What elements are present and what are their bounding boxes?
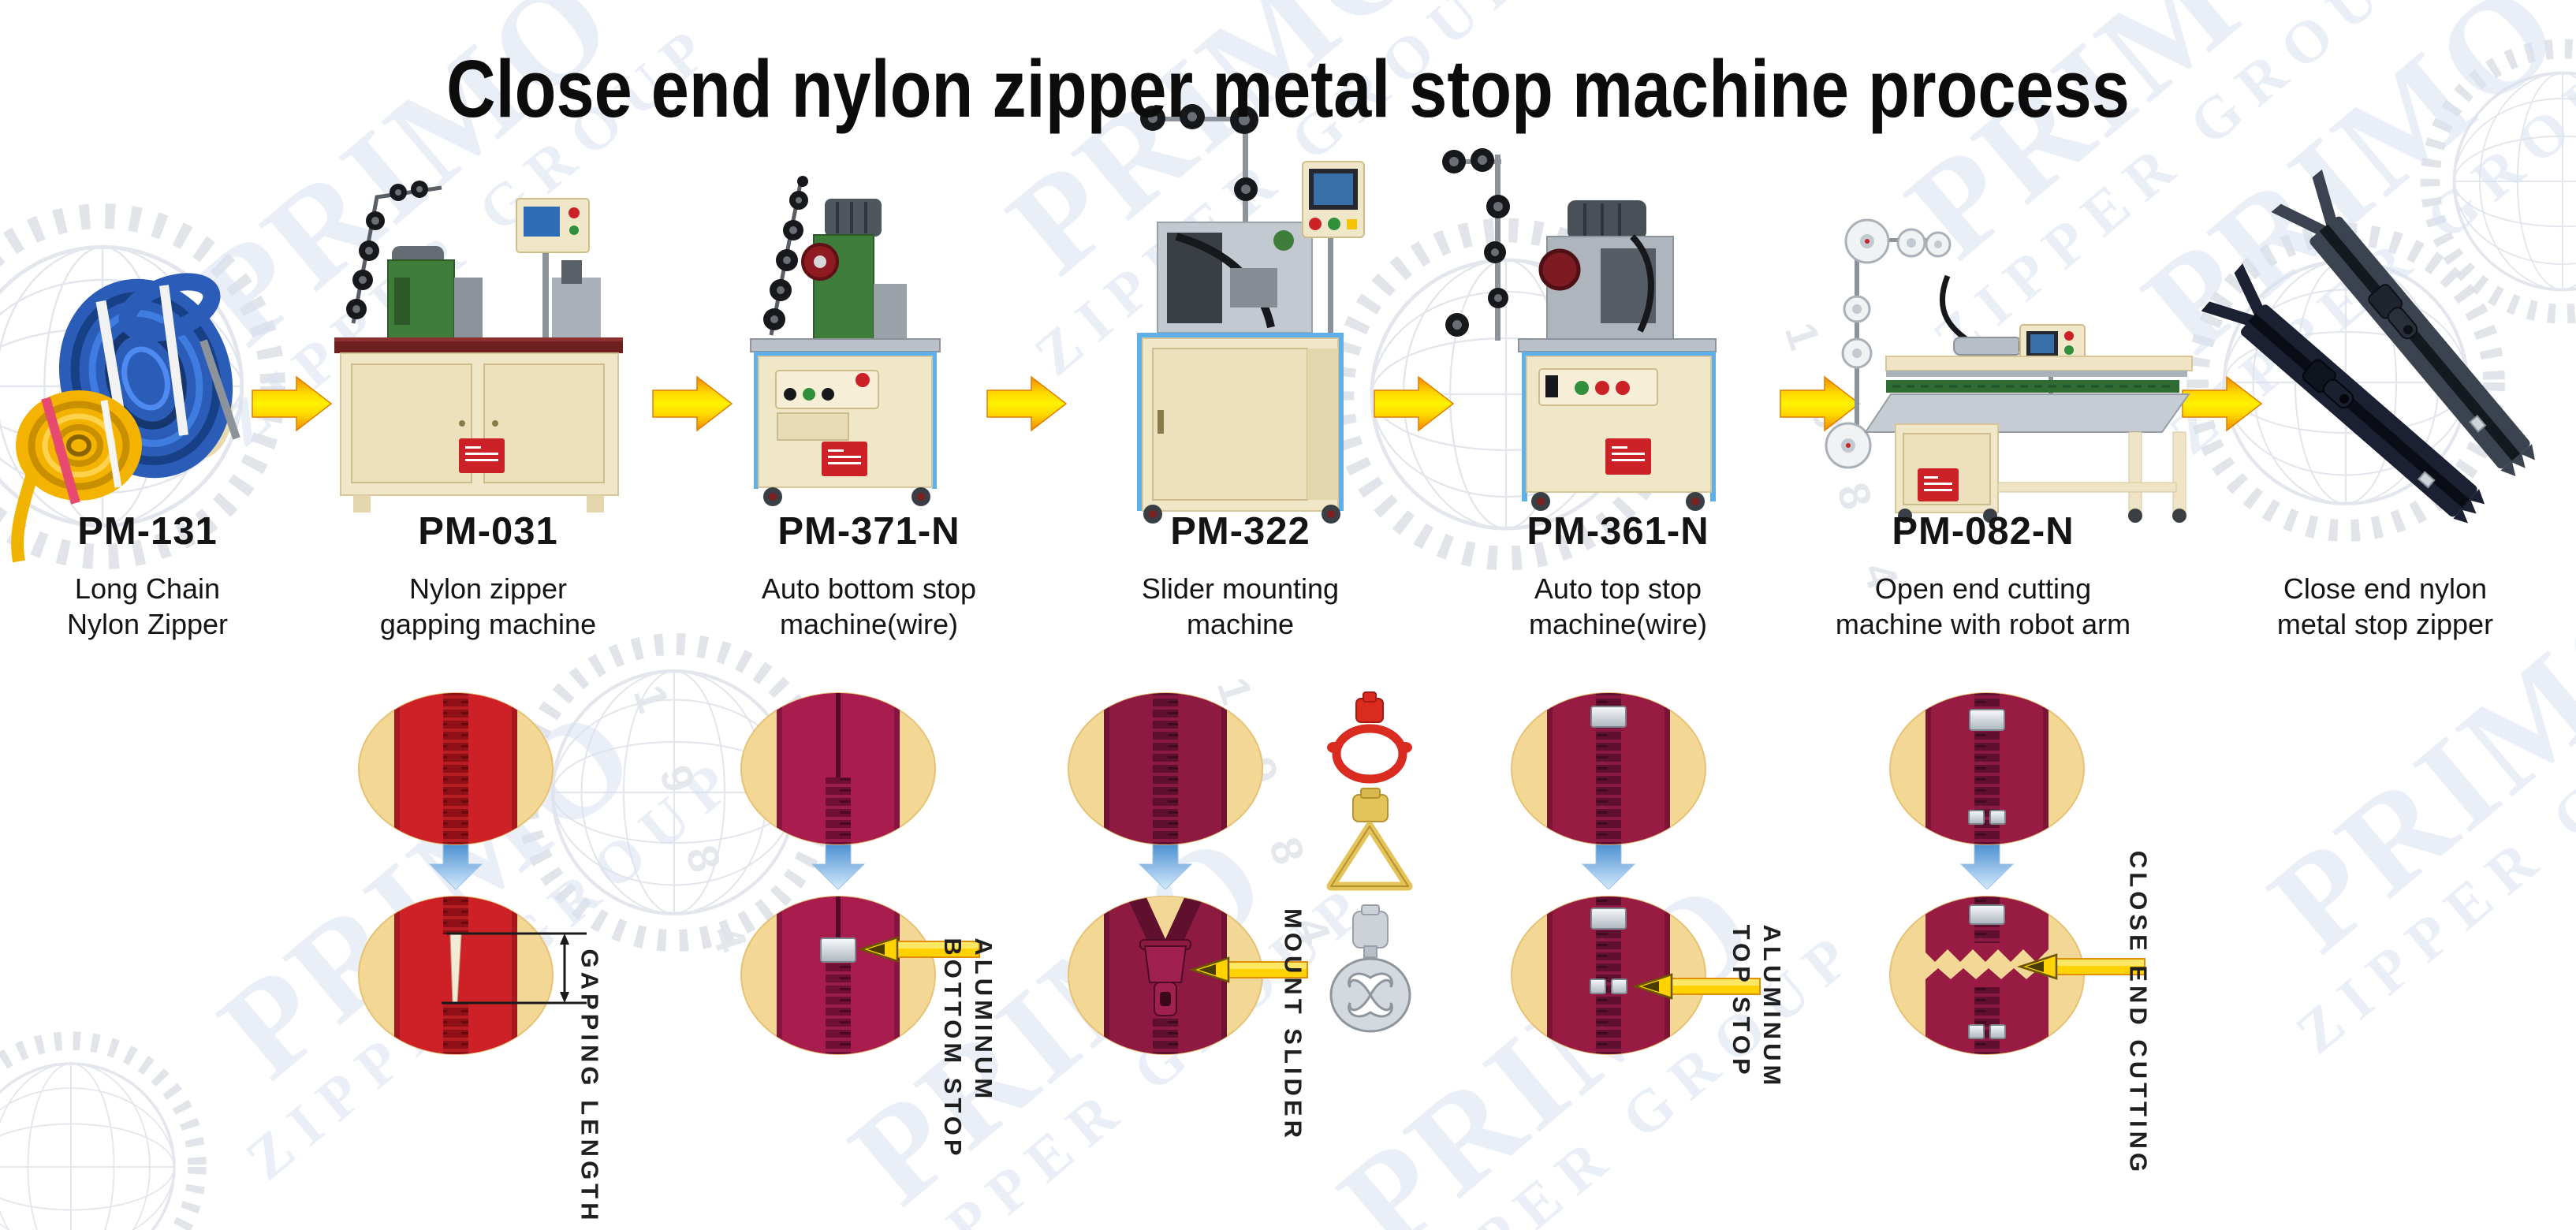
close-end-cutting-label: CLOSE END CUTTING — [2124, 850, 2153, 1176]
silver-pendant-slider — [1329, 904, 1411, 1033]
close-end-after-circle — [1889, 896, 2145, 1055]
pm-082-n-machine-photo — [1825, 218, 2193, 523]
pm-361-n-machine-photo — [1442, 148, 1717, 511]
arrow-right-icon — [1780, 375, 1861, 432]
model-number: PM-361-N — [1527, 510, 1709, 553]
gapping-after-circle — [358, 896, 587, 1055]
page-title: Close end nylon zipper metal stop machin… — [446, 43, 2130, 134]
top-stop-after-circle — [1511, 896, 1761, 1055]
close-end-before-circle — [1889, 692, 2085, 845]
bottom-stop-before-circle — [740, 692, 936, 845]
arrow-down-icon — [1581, 843, 1636, 890]
arrow-down-icon — [428, 843, 483, 890]
model-number: PM-131 — [77, 510, 218, 553]
gold-triangle-slider — [1326, 788, 1413, 891]
model-number: PM-371-N — [777, 510, 960, 553]
process-arrows — [252, 375, 2263, 432]
red-ring-slider — [1327, 691, 1412, 784]
model-number: PM-082-N — [1892, 510, 2075, 553]
pointer-arrow-icon — [1631, 973, 1761, 1000]
down-arrows — [428, 843, 2015, 890]
pm-371-n-machine-photo — [750, 176, 941, 506]
pointer-arrow-icon — [1188, 956, 1308, 983]
model-number — [2188, 509, 2576, 560]
mount-slider-after-circle — [1068, 896, 1308, 1055]
pointer-arrow-icon — [857, 936, 980, 963]
arrow-down-icon — [811, 843, 866, 890]
gapping-length-label: GAPPING LENGTH — [576, 949, 604, 1224]
long-chain-nylon-zipper-photo — [11, 273, 240, 563]
mount-slider-label: MOUNT SLIDER — [1279, 908, 1307, 1142]
model-number: PM-031 — [418, 510, 558, 553]
gapping-dimension-lines — [442, 932, 587, 1004]
pm-031-machine-photo — [334, 181, 623, 512]
mount-slider-before-circle — [1068, 692, 1263, 845]
arrow-right-icon — [986, 375, 1068, 432]
arrow-right-icon — [252, 375, 333, 432]
gapping-before-circle — [358, 692, 554, 845]
pm-322-machine-photo — [1137, 104, 1365, 524]
arrow-right-icon — [652, 375, 733, 432]
arrow-right-icon — [1374, 375, 1455, 432]
model-number: PM-322 — [1170, 510, 1310, 553]
arrow-down-icon — [1138, 843, 1193, 890]
aluminum-top-stop-label: ALUMINUM TOP STOP — [1728, 924, 1786, 1090]
arrow-down-icon — [1959, 843, 2015, 890]
bottom-stop-after-circle — [740, 896, 980, 1055]
aluminum-bottom-stop-label: ALUMINUM BOTTOM STOP — [939, 937, 997, 1160]
top-stop-before-circle — [1511, 692, 1706, 845]
close-end-zipper-photo — [2201, 169, 2535, 524]
arrow-right-icon — [2182, 375, 2263, 432]
pointer-arrow-icon — [2016, 953, 2145, 980]
